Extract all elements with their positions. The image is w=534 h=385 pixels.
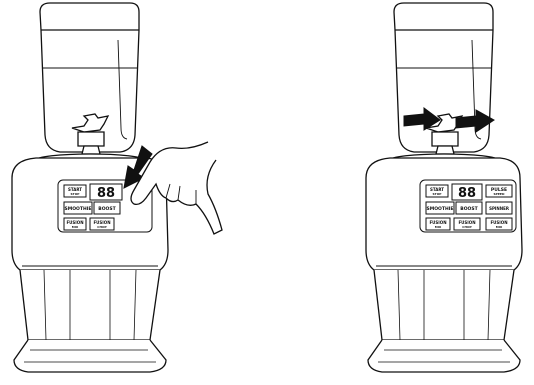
button-start-left[interactable]	[63, 184, 87, 198]
label-fusion-2-left: FUSION	[93, 220, 110, 225]
label-start-left: START	[68, 187, 82, 192]
blade-assembly-right	[425, 113, 464, 155]
label-fusion-3-sub-right: MIX	[496, 225, 503, 229]
panel-labels-right: START STOP 88 PULSE SPEED SMOOTHIE BOOST…	[427, 186, 509, 229]
label-fusion-2-sub-left: CHOP	[97, 225, 107, 229]
button-fusion-3-right[interactable]	[485, 217, 513, 231]
display-digits-left: 88	[97, 186, 115, 201]
label-spinner-right: SPINNER	[489, 206, 509, 211]
label-fusion-1-left: FUSION	[66, 220, 83, 225]
label-fusion-1-sub-left: MIX	[72, 225, 79, 229]
control-panel-right	[419, 179, 517, 233]
label-start-sub-left: STOP	[71, 192, 81, 196]
control-panel-left	[57, 179, 153, 233]
label-boost-right: BOOST	[460, 206, 478, 212]
button-smoothie-left[interactable]	[63, 201, 93, 215]
button-pulse-right[interactable]	[485, 184, 513, 198]
cup-left	[39, 2, 140, 153]
arrow-left-icon	[403, 107, 441, 131]
display-digits-right: 88	[458, 186, 476, 201]
display-left	[89, 183, 123, 201]
button-start-right[interactable]	[425, 184, 449, 198]
label-pulse-sub-right: SPEED	[494, 192, 505, 196]
label-smoothie-right: SMOOTHIE	[427, 206, 454, 212]
label-fusion-1-sub-right: MIX	[435, 225, 442, 229]
panel-labels-left: START STOP 88 SMOOTHIE BOOST FUSION MIX …	[65, 186, 117, 229]
label-fusion-3-right: FUSION	[490, 220, 507, 225]
button-fusion-2-left[interactable]	[89, 217, 115, 231]
button-smoothie-right[interactable]	[425, 201, 455, 215]
label-fusion-1-right: FUSION	[429, 220, 446, 225]
label-pulse-right: PULSE	[491, 187, 507, 193]
label-start-right: START	[430, 187, 444, 192]
label-boost-left: BOOST	[98, 206, 116, 212]
display-right	[451, 183, 483, 201]
press-arrow-icon	[123, 145, 153, 189]
button-fusion-2-right[interactable]	[453, 217, 481, 231]
label-start-sub-right: STOP	[433, 192, 443, 196]
button-boost-right[interactable]	[455, 201, 483, 215]
arrow-right-icon	[455, 109, 495, 133]
label-fusion-2-right: FUSION	[458, 220, 475, 225]
button-spinner-right[interactable]	[485, 201, 513, 215]
label-smoothie-left: SMOOTHIE	[65, 206, 92, 212]
button-fusion-1-right[interactable]	[425, 217, 451, 231]
hand-icon	[130, 141, 223, 235]
button-boost-left[interactable]	[93, 201, 121, 215]
button-fusion-1-left[interactable]	[63, 217, 87, 231]
label-fusion-2-sub-right: CHOP	[462, 225, 472, 229]
